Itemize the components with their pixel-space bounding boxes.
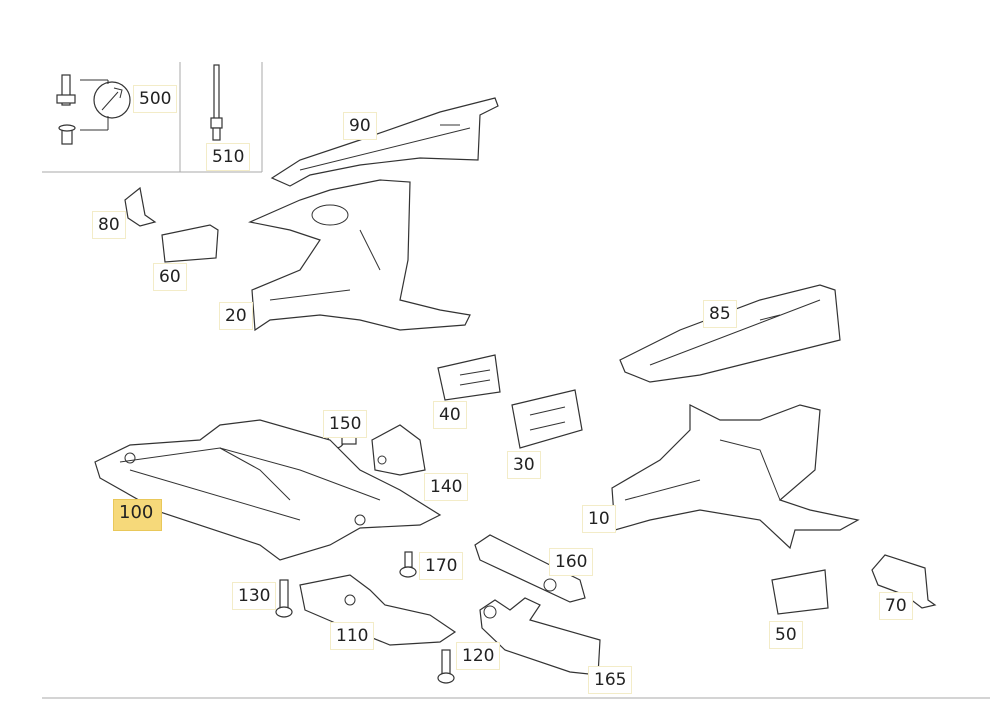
part-label-500[interactable]: 500 [133, 85, 178, 113]
part-100-subframe-icon [94, 419, 442, 561]
part-label-60[interactable]: 60 [153, 263, 187, 291]
part-label-10[interactable]: 10 [582, 505, 616, 533]
part-label-150[interactable]: 150 [323, 410, 368, 438]
part-60-panel-icon [161, 224, 219, 263]
part-label-80[interactable]: 80 [92, 211, 126, 239]
part-500-bolt-wrench-icon [56, 74, 131, 145]
part-label-510[interactable]: 510 [206, 143, 251, 171]
part-90-rail-icon [270, 97, 499, 187]
part-85-rail-icon [619, 284, 841, 383]
part-label-30[interactable]: 30 [507, 451, 541, 479]
part-label-110[interactable]: 110 [330, 622, 375, 650]
part-label-160[interactable]: 160 [549, 548, 594, 576]
part-40-bracket-icon [437, 354, 501, 401]
part-10-longitudinal-icon [611, 404, 860, 550]
part-label-100-highlighted[interactable]: 100 [113, 499, 162, 531]
part-160-plate-icon [474, 534, 586, 603]
part-label-140[interactable]: 140 [424, 473, 469, 501]
part-170-bolt-icon [399, 551, 417, 578]
part-label-70[interactable]: 70 [879, 592, 913, 620]
part-label-170[interactable]: 170 [419, 552, 464, 580]
part-80-bracket-icon [124, 186, 157, 227]
part-130-bolt-icon [275, 579, 293, 618]
part-50-panel-icon [771, 569, 829, 615]
part-165-bracket-icon [479, 597, 601, 676]
part-label-20[interactable]: 20 [219, 302, 253, 330]
part-label-85[interactable]: 85 [703, 300, 737, 328]
part-510-rivet-icon [210, 64, 223, 141]
part-140-bracket-icon [371, 424, 426, 476]
part-label-165[interactable]: 165 [588, 666, 633, 694]
part-20-longitudinal-icon [248, 179, 471, 332]
part-label-130[interactable]: 130 [232, 582, 277, 610]
part-label-40[interactable]: 40 [433, 401, 467, 429]
part-label-50[interactable]: 50 [769, 621, 803, 649]
part-label-120[interactable]: 120 [456, 642, 501, 670]
part-110-bracket-icon [299, 574, 457, 646]
part-label-90[interactable]: 90 [343, 112, 377, 140]
part-120-bolt-icon [437, 649, 455, 684]
part-30-bracket-icon [511, 389, 583, 449]
part-70-bracket-icon [871, 554, 937, 609]
